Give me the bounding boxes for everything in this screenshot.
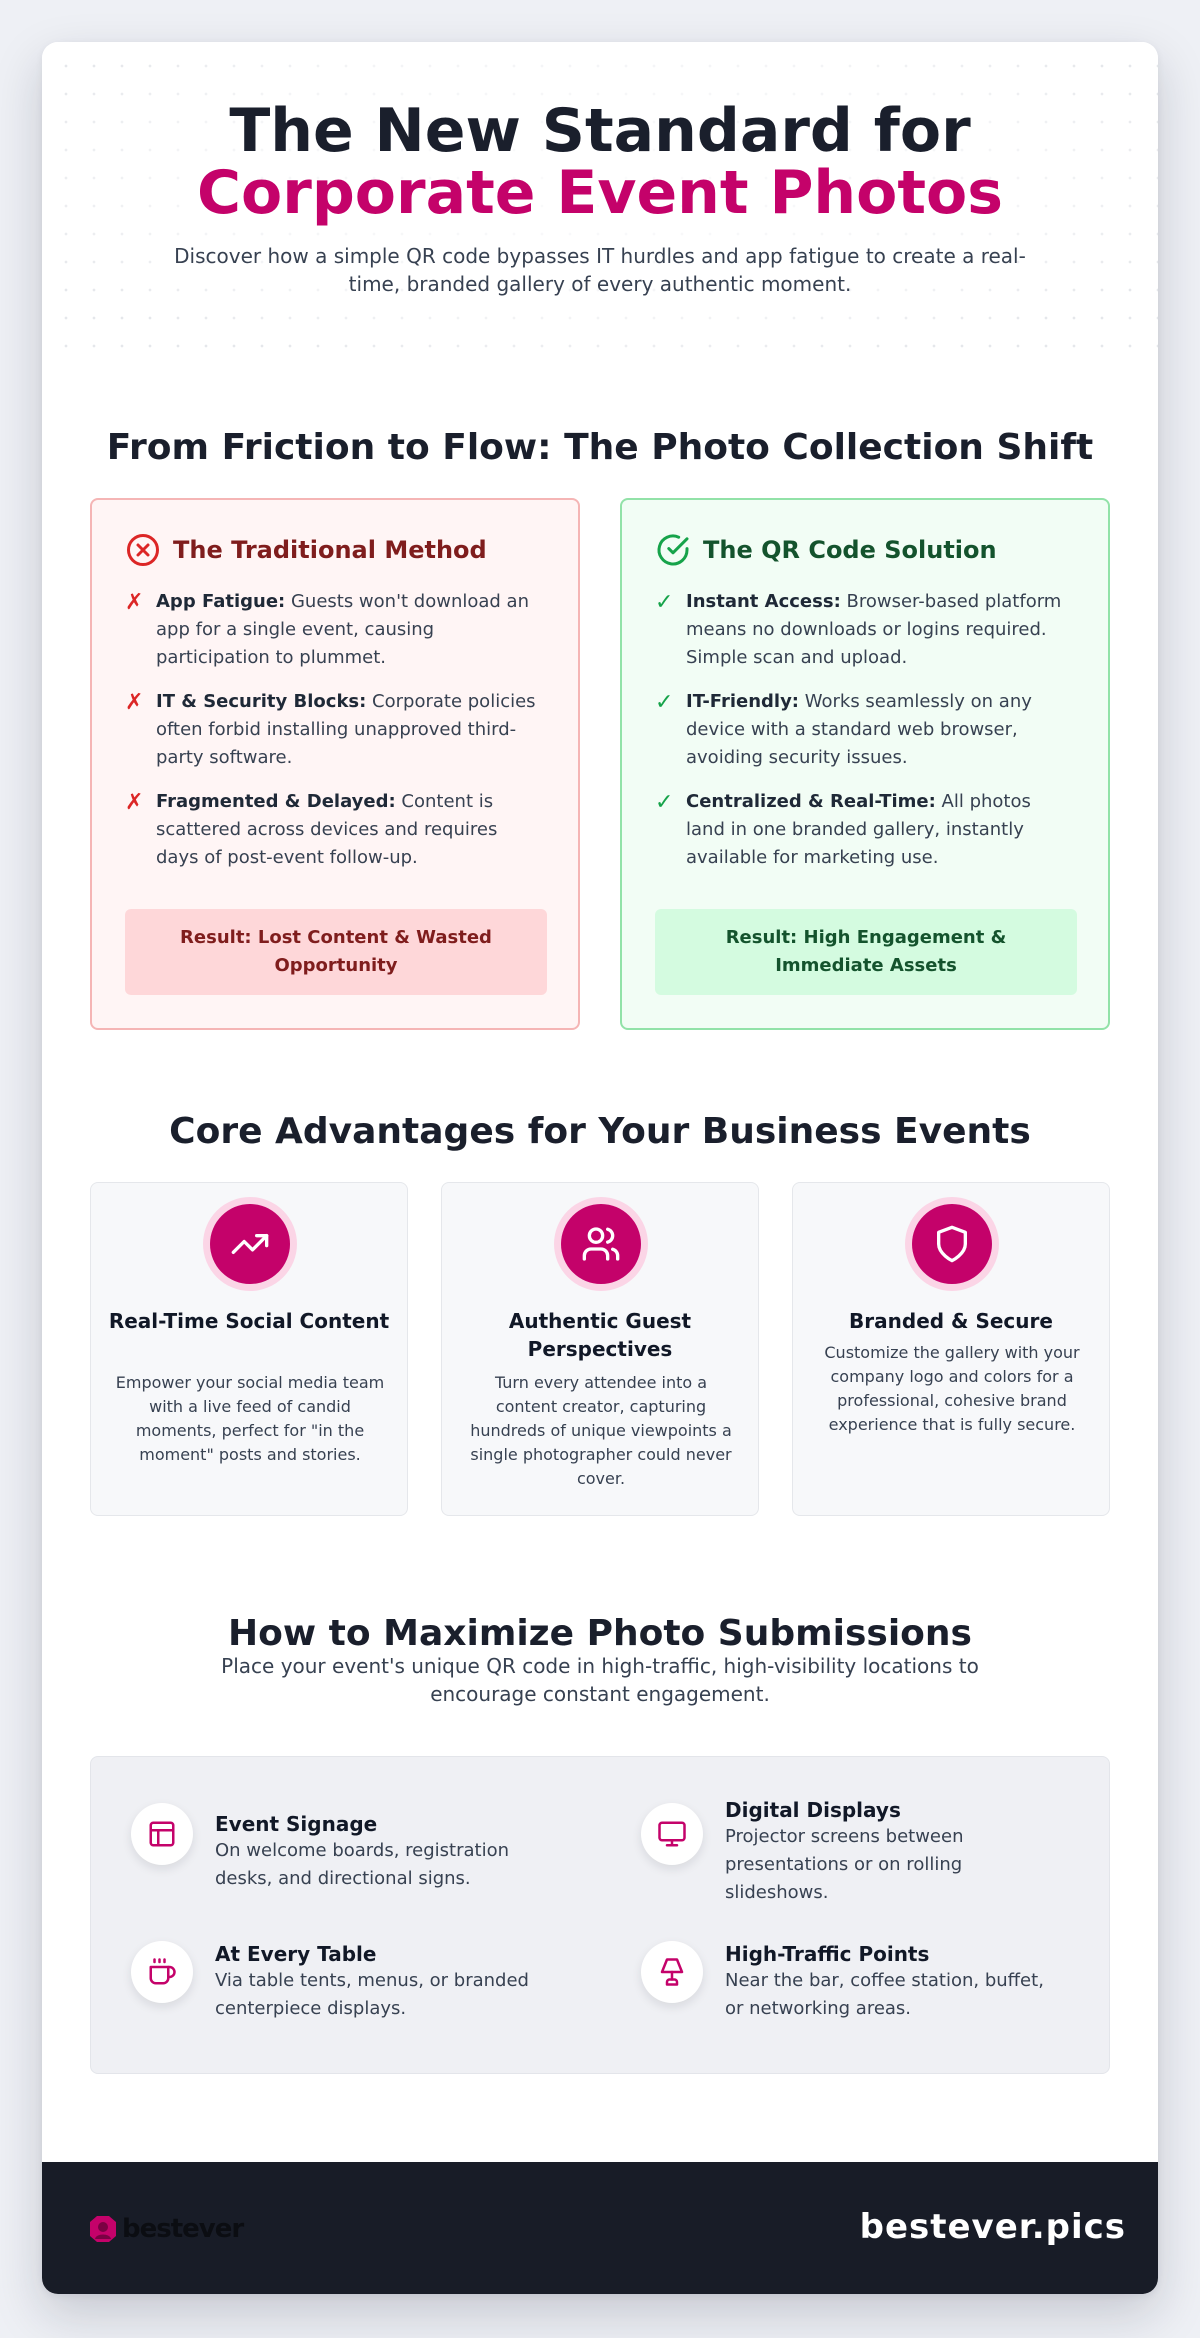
list-item: ✓ Instant Access: Browser-based platform…	[655, 588, 1075, 672]
cross-mark-icon: ✗	[125, 790, 144, 815]
traditional-method-list: ✗ App Fatigue: Guests won't download an …	[125, 588, 545, 872]
traditional-method-panel: The Traditional Method ✗ App Fatigue: Gu…	[90, 498, 580, 1030]
check-mark-icon: ✓	[655, 690, 674, 715]
maximize-title: How to Maximize Photo Submissions	[228, 1613, 972, 1654]
trending-up-icon	[231, 1234, 269, 1254]
qr-solution-heading: The QR Code Solution	[703, 536, 997, 564]
advantage-card-branded: Branded & Secure Customize the gallery w…	[792, 1182, 1110, 1516]
lamp-icon	[660, 1958, 684, 1986]
placement-desc: Via table tents, menus, or branded cente…	[215, 1970, 529, 2019]
brand-logo[interactable]: bestever	[86, 2212, 244, 2246]
placement-title: Digital Displays	[725, 1798, 901, 1822]
check-mark-icon: ✓	[655, 790, 674, 815]
monitor-icon	[658, 1821, 686, 1847]
footer: bestever bestever.pics	[42, 2162, 1158, 2294]
placement-title: At Every Table	[215, 1942, 377, 1966]
placement-panel: Event Signage On welcome boards, registr…	[90, 1756, 1110, 2074]
placement-item-table: At Every Table Via table tents, menus, o…	[131, 1941, 555, 2023]
item-lead: Centralized & Real-Time:	[686, 791, 936, 812]
item-text: Browser-based platform means no download…	[686, 591, 1062, 668]
item-lead: Instant Access:	[686, 591, 841, 612]
item-text: All photos land in one branded gallery, …	[686, 791, 1031, 868]
maximize-subtitle: Place your event's unique QR code in hig…	[221, 1654, 979, 1706]
signage-icon	[149, 1821, 175, 1847]
qr-solution-header: The QR Code Solution	[655, 530, 1075, 570]
advantage-desc: Empower your social media team with a li…	[115, 1373, 385, 1464]
item-text: Corporate policies often forbid installi…	[156, 691, 536, 768]
footer-url-link[interactable]: bestever.pics	[859, 2207, 1126, 2247]
placement-title: Event Signage	[215, 1812, 378, 1836]
x-circle-icon	[127, 534, 159, 566]
list-item: ✗ App Fatigue: Guests won't download an …	[125, 588, 545, 672]
placement-desc: Near the bar, coffee station, buffet, or…	[725, 1970, 1044, 2019]
page-title-line1: The New Standard for	[229, 96, 971, 166]
placement-desc: On welcome boards, registration desks, a…	[215, 1840, 509, 1889]
advantage-card-perspectives: Authentic Guest Perspectives Turn every …	[441, 1182, 759, 1516]
hero-section: The New Standard for Corporate Event Pho…	[42, 42, 1158, 352]
advantage-title: Real-Time Social Content	[108, 1309, 390, 1333]
item-lead: Fragmented & Delayed:	[156, 791, 396, 812]
placement-item-signage: Event Signage On welcome boards, registr…	[131, 1803, 555, 1893]
list-item: ✗ Fragmented & Delayed: Content is scatt…	[125, 788, 545, 872]
placement-title: High-Traffic Points	[725, 1942, 930, 1966]
page-title: The New Standard for Corporate Event Pho…	[42, 100, 1158, 224]
advantage-title: Branded & Secure	[849, 1309, 1053, 1333]
advantages-title: Core Advantages for Your Business Events	[169, 1111, 1031, 1152]
item-lead: IT & Security Blocks:	[156, 691, 367, 712]
comparison-title: From Friction to Flow: The Photo Collect…	[106, 427, 1094, 468]
qr-solution-list: ✓ Instant Access: Browser-based platform…	[655, 588, 1075, 872]
placement-desc: Projector screens between presentations …	[725, 1826, 964, 1903]
item-text: Guests won't download an app for a singl…	[156, 591, 529, 668]
cross-mark-icon: ✗	[125, 690, 144, 715]
advantage-title: Authentic Guest Perspectives	[508, 1309, 692, 1361]
page-title-line2: Corporate Event Photos	[197, 158, 1003, 228]
traditional-method-heading: The Traditional Method	[173, 536, 487, 564]
advantage-desc: Customize the gallery with your company …	[824, 1343, 1080, 1434]
check-circle-icon	[657, 534, 689, 566]
placement-item-high-traffic: High-Traffic Points Near the bar, coffee…	[641, 1941, 1065, 2023]
list-item: ✗ IT & Security Blocks: Corporate polici…	[125, 688, 545, 772]
item-lead: IT-Friendly:	[686, 691, 800, 712]
hero-subtitle: Discover how a simple QR code bypasses I…	[174, 244, 1026, 296]
bestever-logo-icon	[90, 2216, 116, 2242]
logo-text: bestever	[122, 2214, 244, 2244]
item-text: Content is scattered across devices and …	[156, 791, 498, 868]
infographic-card: The New Standard for Corporate Event Pho…	[42, 42, 1158, 2294]
cross-mark-icon: ✗	[125, 590, 144, 615]
advantage-card-social: Real-Time Social Content Empower your so…	[90, 1182, 408, 1516]
item-text: Works seamlessly on any device with a st…	[686, 691, 1032, 768]
list-item: ✓ Centralized & Real-Time: All photos la…	[655, 788, 1075, 872]
coffee-cup-icon	[149, 1958, 176, 1985]
users-icon	[582, 1227, 620, 1261]
traditional-result-box: Result: Lost Content & Wasted Opportunit…	[125, 909, 547, 995]
item-lead: App Fatigue:	[156, 591, 286, 612]
traditional-method-header: The Traditional Method	[125, 530, 545, 570]
list-item: ✓ IT-Friendly: Works seamlessly on any d…	[655, 688, 1075, 772]
placement-item-digital-displays: Digital Displays Projector screens betwe…	[641, 1798, 1065, 1907]
qr-result-box: Result: High Engagement & Immediate Asse…	[655, 909, 1077, 995]
advantage-desc: Turn every attendee into a content creat…	[470, 1373, 732, 1488]
qr-solution-panel: The QR Code Solution ✓ Instant Access: B…	[620, 498, 1110, 1030]
check-mark-icon: ✓	[655, 590, 674, 615]
shield-icon	[937, 1225, 967, 1263]
